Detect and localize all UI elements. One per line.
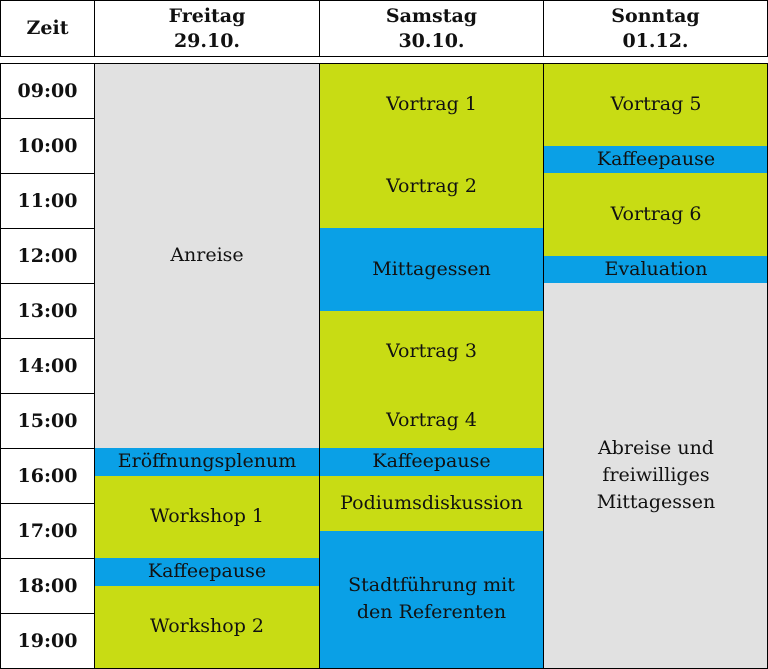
schedule-block-saturday: Stadtführung mit den Referenten xyxy=(319,530,544,668)
schedule-block-label: Workshop 2 xyxy=(150,615,264,638)
day-name: Freitag xyxy=(168,4,246,27)
time-cell: 13:00 xyxy=(0,283,95,339)
schedule-block-label: Kaffeepause xyxy=(596,147,716,170)
time-cell: 16:00 xyxy=(0,448,95,504)
schedule-block-saturday: Kaffeepause xyxy=(319,448,544,476)
schedule-block-label: Vortrag 5 xyxy=(610,92,702,115)
header-sunday: Sonntag 01.12. xyxy=(543,0,768,57)
header-saturday: Samstag 30.10. xyxy=(319,0,544,57)
schedule-block-label: Vortrag 1 xyxy=(386,92,477,115)
schedule-block-sunday: Abreise und freiwilliges Mittagessen xyxy=(544,283,768,668)
time-cell: 14:00 xyxy=(0,338,95,394)
schedule-block-saturday: Mittagessen xyxy=(319,228,544,311)
day-name: Sonntag xyxy=(611,4,700,27)
schedule-block-label: Eröffnungsplenum xyxy=(117,450,297,473)
schedule-block-sunday: Vortrag 5 xyxy=(544,63,768,146)
time-column-title: Zeit xyxy=(26,17,69,39)
schedule-block-label: Vortrag 2 xyxy=(386,175,477,198)
day-name: Samstag xyxy=(385,4,478,27)
schedule-block-saturday: Vortrag 2 xyxy=(319,145,544,228)
schedule-block-label: Podiumsdiskussion xyxy=(340,491,523,514)
schedule-block-saturday: Podiumsdiskussion xyxy=(319,475,544,531)
schedule-block-friday: Kaffeepause xyxy=(95,558,319,586)
day-date: 30.10. xyxy=(398,29,465,52)
day-date: 29.10. xyxy=(173,29,241,52)
schedule-block-friday: Workshop 1 xyxy=(95,475,319,558)
schedule-block-friday: Workshop 2 xyxy=(95,585,319,668)
schedule-block-label: Abreise und freiwilliges Mittagessen xyxy=(596,437,716,513)
time-cell: 11:00 xyxy=(0,173,95,229)
schedule-block-friday: Anreise xyxy=(95,63,319,448)
header-time: Zeit xyxy=(0,0,95,57)
schedule-block-label: Vortrag 6 xyxy=(610,202,702,225)
time-cell: 10:00 xyxy=(0,118,95,174)
time-cell: 18:00 xyxy=(0,558,95,614)
time-cell: 15:00 xyxy=(0,393,95,449)
time-cell: 12:00 xyxy=(0,228,95,284)
time-cell: 09:00 xyxy=(0,63,95,119)
header-friday: Freitag 29.10. xyxy=(94,0,320,57)
schedule-block-label: Anreise xyxy=(170,244,244,266)
schedule-block-saturday: Vortrag 4 xyxy=(319,393,544,448)
schedule-block-sunday: Evaluation xyxy=(544,255,768,283)
time-cell: 19:00 xyxy=(0,613,95,669)
schedule-block-label: Mittagessen xyxy=(372,257,491,280)
schedule-block-sunday: Kaffeepause xyxy=(544,145,768,173)
schedule-block-saturday: Vortrag 3 xyxy=(319,310,544,393)
schedule-block-label: Kaffeepause xyxy=(372,450,491,473)
schedule-block-sunday: Vortrag 6 xyxy=(544,173,768,256)
schedule-block-saturday: Vortrag 1 xyxy=(319,63,544,146)
schedule-block-label: Kaffeepause xyxy=(147,560,267,583)
schedule-block-label: Stadtführung mit den Referenten xyxy=(348,574,515,624)
day-date: 01.12. xyxy=(622,29,689,52)
schedule-block-friday: Eröffnungsplenum xyxy=(95,448,319,476)
schedule-block-label: Workshop 1 xyxy=(150,505,264,528)
schedule-block-label: Vortrag 4 xyxy=(386,409,477,431)
schedule-block-label: Vortrag 3 xyxy=(386,340,477,363)
time-cell: 17:00 xyxy=(0,503,95,559)
schedule-block-label: Evaluation xyxy=(604,257,708,280)
